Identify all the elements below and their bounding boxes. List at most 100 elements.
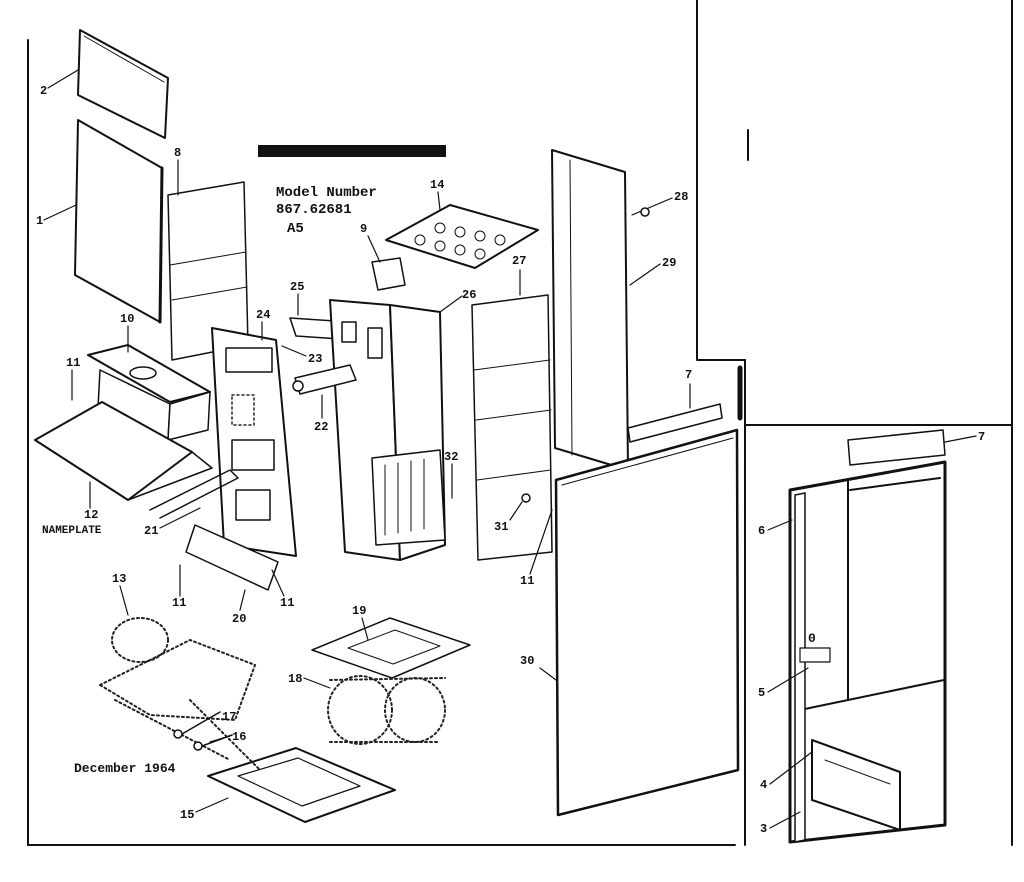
svg-text:21: 21 [144,524,158,538]
callout-31: 31 [494,493,531,534]
redacted-title-bar [258,145,446,157]
callout-18: 18 [288,672,331,689]
callout-4: 4 [760,751,813,792]
callout-23: 23 [281,345,322,366]
svg-text:7: 7 [685,368,692,382]
callout-6: 6 [758,519,793,538]
part-14-grille [385,204,539,269]
svg-text:10: 10 [120,312,134,326]
callouts: 1 2 3 4 5 6 7 7 [36,69,985,836]
callout-11-b: 11 [172,564,186,610]
svg-text:23: 23 [308,352,322,366]
callout-26: 26 [439,288,476,313]
part-27-rear-baffle [471,294,553,561]
callout-9: 9 [360,222,381,263]
svg-text:18: 18 [288,672,302,686]
svg-text:26: 26 [462,288,476,302]
model-suffix: A5 [287,221,304,237]
callout-30: 30 [520,654,557,681]
part-18-blower-dotted [327,675,446,745]
svg-text:5: 5 [758,686,765,700]
part-2-top-panel [77,29,169,139]
svg-text:12: 12 [84,508,98,522]
callout-11-d: 11 [520,509,553,588]
callout-15: 15 [180,797,229,822]
svg-text:28: 28 [674,190,688,204]
part-7-trim-strip [627,403,723,443]
part-29-side-panel [551,149,629,471]
callout-25: 25 [290,280,304,316]
part-13-motor-dotted [97,617,261,771]
frame-lines [27,0,1013,846]
part-26-heat-exchanger [329,299,446,561]
svg-text:17: 17 [222,710,236,724]
callout-32: 32 [444,450,458,499]
svg-text:4: 4 [760,778,767,792]
nameplate-label: NAMEPLATE [42,525,102,537]
svg-text:31: 31 [494,520,508,534]
part-1-side-panel [74,119,164,324]
part-22-burner-tube [292,364,357,395]
svg-text:11: 11 [280,596,294,610]
svg-text:24: 24 [256,308,270,322]
model-label: Model Number [276,185,377,201]
svg-text:2: 2 [40,84,47,98]
svg-text:8: 8 [174,146,181,160]
svg-text:7: 7 [978,430,985,444]
svg-text:9: 9 [360,222,367,236]
svg-text:32: 32 [444,450,458,464]
svg-text:16: 16 [232,730,246,744]
callout-13: 13 [112,572,129,616]
svg-text:29: 29 [662,256,676,270]
callout-2: 2 [40,69,79,98]
callout-10: 10 [120,312,134,353]
part-24-front-panel [211,327,297,557]
part-19-filter [311,617,471,679]
callout-8: 8 [174,146,181,196]
callout-28: 28 [631,190,688,217]
inset-cabinet [788,429,947,844]
callout-0-inset: 0 [808,631,816,646]
callout-29: 29 [629,256,676,286]
callout-5: 5 [758,667,809,700]
callout-14: 14 [430,178,444,211]
svg-text:13: 13 [112,572,126,586]
svg-text:6: 6 [758,524,765,538]
callout-1: 1 [36,204,77,228]
callout-22: 22 [314,394,328,434]
part-15-filter-frame [207,747,396,823]
callout-24: 24 [256,308,270,341]
svg-text:22: 22 [314,420,328,434]
svg-text:30: 30 [520,654,534,668]
svg-text:15: 15 [180,808,194,822]
callout-3: 3 [760,811,801,836]
svg-text:11: 11 [520,574,534,588]
callout-17: 17 [222,710,236,724]
svg-text:11: 11 [66,356,80,370]
svg-text:20: 20 [232,612,246,626]
svg-text:25: 25 [290,280,304,294]
model-number: 867.62681 [276,202,352,218]
svg-text:1: 1 [36,214,43,228]
part-30-door [554,428,740,817]
svg-text:0: 0 [808,631,816,646]
callout-7-main: 7 [685,368,692,409]
part-12-base-pan [34,401,213,501]
svg-text:3: 3 [760,822,767,836]
svg-text:19: 19 [352,604,366,618]
svg-text:11: 11 [172,596,186,610]
callout-19: 19 [352,604,369,641]
callout-7-inset: 7 [944,430,985,444]
callout-16: 16 [209,730,246,744]
part-21-bracket [149,469,239,519]
callout-11-c: 11 [271,569,294,610]
svg-text:14: 14 [430,178,444,192]
callout-27: 27 [512,254,526,296]
part-20-shield [185,524,279,591]
callout-11-a: 11 [66,356,80,401]
part-10-plenum [87,344,211,441]
svg-text:27: 27 [512,254,526,268]
part-9-clip [371,257,406,291]
callout-20: 20 [232,589,246,626]
